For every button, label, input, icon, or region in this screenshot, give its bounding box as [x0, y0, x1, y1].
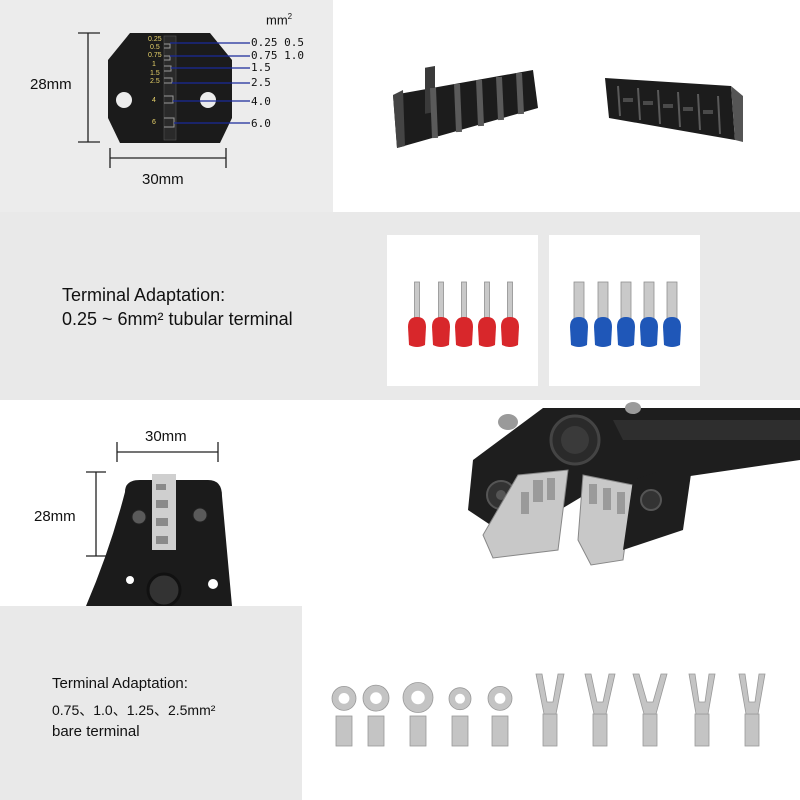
ferrule-terminal [408, 281, 426, 347]
size-value-alt: 0.5 [284, 36, 304, 49]
bare-adaptation-sizes: 0.75、1.0、1.25、2.5mm² [52, 702, 216, 718]
plier-head-height-label: 28mm [34, 508, 76, 525]
ferrule-terminal [478, 281, 496, 347]
die-label-1: 1 [152, 61, 156, 68]
ferrule-terminal [432, 281, 450, 347]
plier-head-width-label: 30mm [145, 428, 187, 445]
die-jaw-pair-image [393, 66, 743, 148]
crimp-die-shape [108, 33, 232, 143]
ferrule-terminal [617, 281, 635, 347]
tubular-terminal-panel: Terminal Adaptation: 0.25 ~ 6mm² tubular… [0, 212, 800, 400]
unit-exponent: 2 [287, 12, 293, 21]
ferrule-terminal [594, 281, 612, 347]
ferrule-terminal [663, 281, 681, 347]
blue-ferrules-image [570, 281, 681, 347]
die-jaws-photo [333, 0, 800, 212]
unit-label: mm2 [266, 12, 292, 27]
ring-terminal [362, 684, 390, 747]
die-label-15: 1.5 [150, 70, 160, 77]
plier-head-dimension-lines [86, 442, 219, 557]
crimping-plier-image [468, 402, 800, 566]
ring-terminal [448, 687, 472, 747]
die-label-05: 0.5 [150, 44, 160, 51]
size-leader-lines [170, 42, 250, 124]
tubular-adaptation-title: Terminal Adaptation: [62, 285, 226, 305]
fork-terminal [584, 673, 616, 747]
die-label-075: 0.75 [148, 52, 162, 59]
size-row-1: 0.25 0.5 [251, 36, 304, 49]
plier-head-diagram-panel: 30mm 28mm [0, 400, 333, 606]
die-label-6: 6 [152, 119, 156, 126]
ferrule-terminal [640, 281, 658, 347]
die-height-label: 28mm [30, 76, 72, 93]
fork-terminal [738, 673, 766, 747]
size-value: 0.25 [251, 36, 278, 49]
plier-head-image [86, 474, 232, 606]
fork-terminal [688, 673, 716, 747]
bare-adaptation-title: Terminal Adaptation: [52, 675, 188, 692]
size-row-2: 0.75 1.0 [251, 49, 304, 62]
die-label-025: 0.25 [148, 36, 162, 43]
unit-text: mm [266, 12, 288, 28]
ferrule-terminal [570, 281, 588, 347]
plier-photo [333, 400, 800, 606]
blue-ferrule-photo [549, 235, 700, 386]
bare-terminal-panel: Terminal Adaptation: 0.75、1.0、1.25、2.5mm… [0, 606, 800, 800]
bare-terminals-image [331, 673, 766, 747]
size-value-alt: 1.0 [284, 49, 304, 62]
fork-terminal [632, 673, 668, 747]
ring-terminal [331, 686, 357, 747]
red-ferrules-image [408, 281, 519, 347]
ferrule-terminal [455, 281, 473, 347]
die-label-25: 2.5 [150, 78, 160, 85]
tubular-adaptation-subtitle: 0.25 ~ 6mm² tubular terminal [62, 309, 293, 329]
size-row-3: 1.5 [251, 61, 271, 74]
size-row-4: 2.5 [251, 76, 271, 89]
ring-terminal [487, 686, 513, 747]
height-dimension-lines [78, 32, 227, 168]
die-diagram-panel: 28mm 30mm 0.25 0.5 0.75 1 1.5 2.5 4 6 mm… [0, 0, 333, 212]
ring-terminal [402, 682, 434, 747]
die-width-label: 30mm [142, 171, 184, 188]
fork-terminal [535, 673, 565, 747]
ferrule-terminal [501, 281, 519, 347]
size-row-5: 4.0 [251, 95, 271, 108]
die-label-4: 4 [152, 97, 156, 104]
red-ferrule-photo [387, 235, 538, 386]
size-row-6: 6.0 [251, 117, 271, 130]
bare-terminal-photo [302, 606, 800, 800]
size-value: 0.75 [251, 49, 278, 62]
bare-adaptation-type: bare terminal [52, 723, 140, 740]
